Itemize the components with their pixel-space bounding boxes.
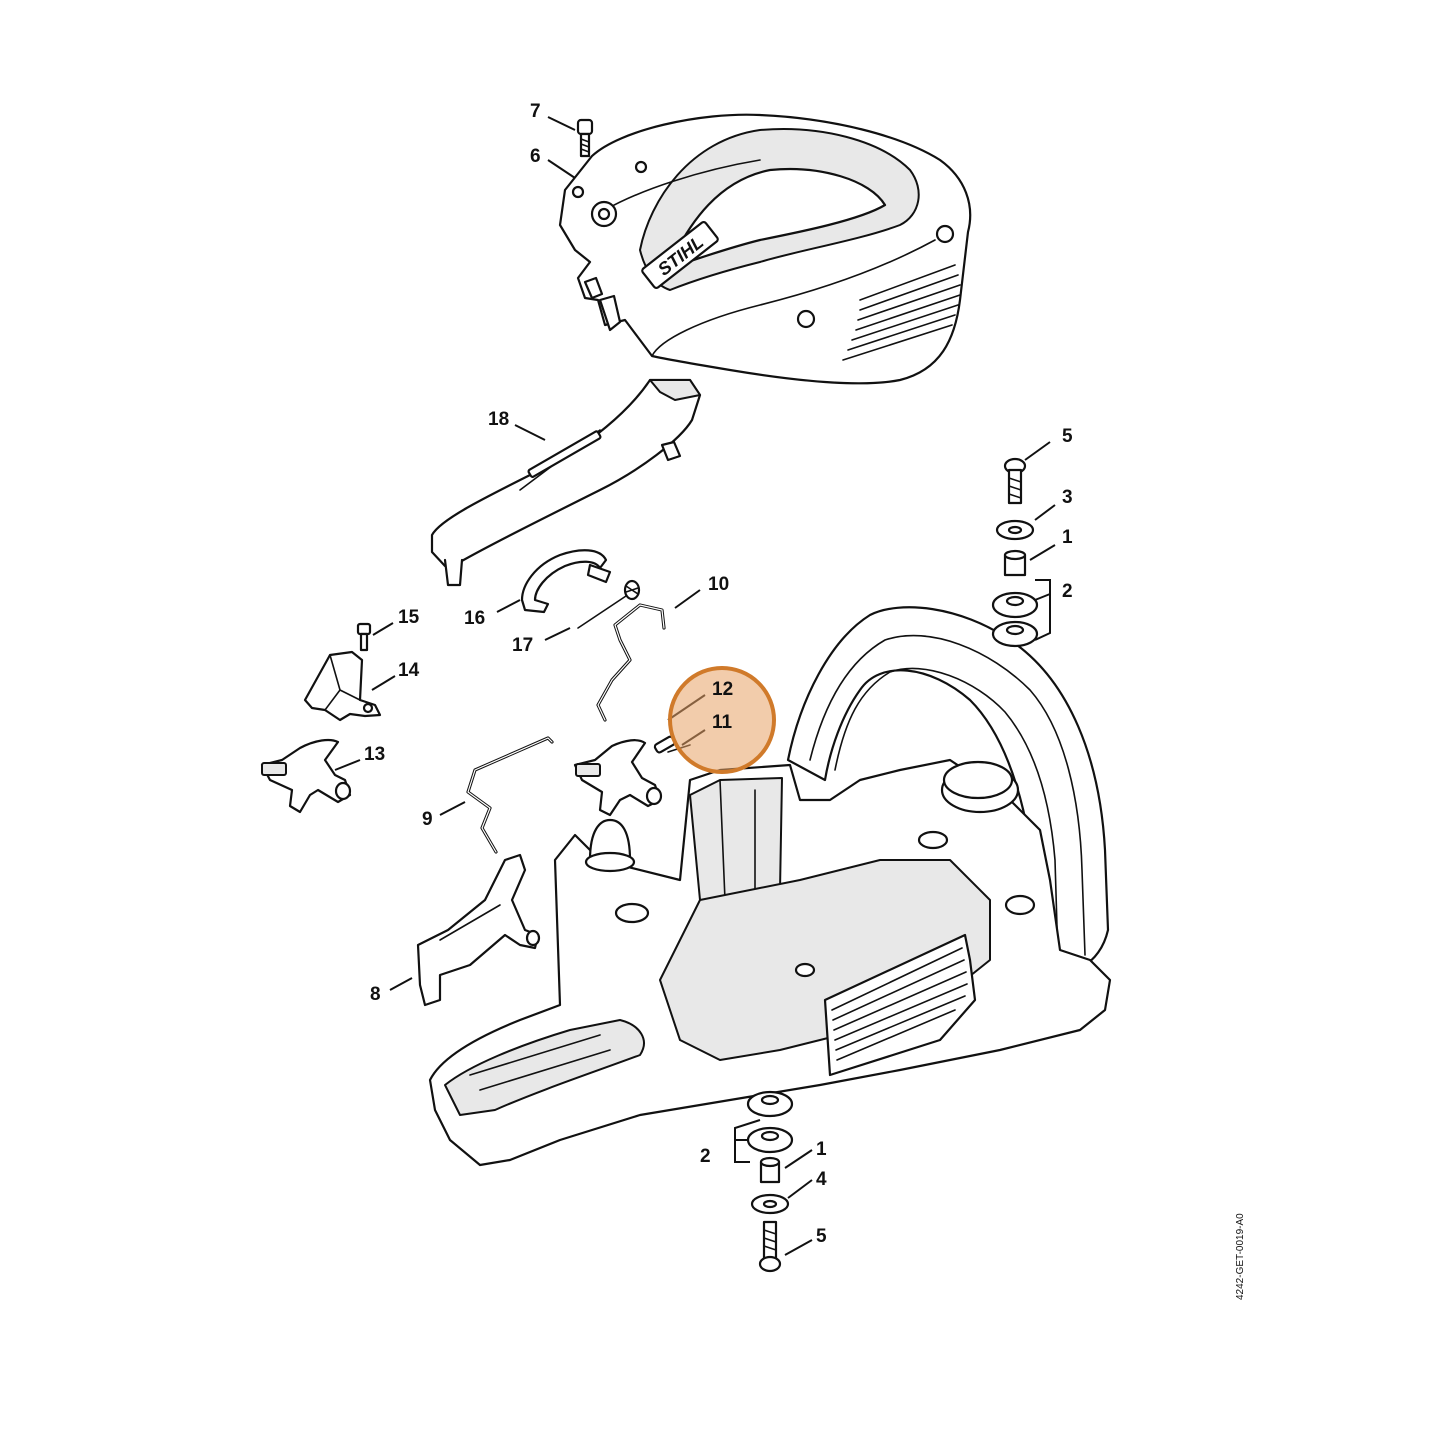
- part-6-shroud-cover[interactable]: STIHL: [558, 113, 972, 385]
- part-18-handle[interactable]: [430, 378, 702, 587]
- part-12-lever[interactable]: [573, 739, 663, 817]
- part-3-washer[interactable]: [995, 519, 1035, 541]
- highlight-marker[interactable]: 12 11: [668, 666, 776, 774]
- part-10-rod[interactable]: [596, 603, 666, 722]
- callout-7: 7: [530, 101, 541, 122]
- callout-5-bottom: 5: [816, 1226, 827, 1247]
- primer-bulb: [584, 818, 636, 873]
- leader-lines: [334, 116, 1056, 1256]
- part-5-screw-top[interactable]: [1003, 457, 1027, 505]
- callout-4: 4: [816, 1169, 827, 1190]
- part-4-washer[interactable]: [750, 1193, 790, 1215]
- part-2-buffer-top[interactable]: [991, 591, 1039, 648]
- callout-1-bottom: 1: [816, 1139, 827, 1160]
- highlight-circle[interactable]: [668, 666, 776, 774]
- callout-6: 6: [530, 146, 541, 167]
- callout-2-bottom: 2: [700, 1146, 711, 1167]
- callout-13: 13: [364, 744, 385, 765]
- part-16-bracket[interactable]: [520, 549, 612, 614]
- callout-11: 11: [712, 712, 733, 733]
- callout-10: 10: [708, 574, 729, 595]
- callout-14: 14: [398, 660, 420, 681]
- part-2-buffer-bottom[interactable]: [746, 1090, 794, 1154]
- callout-5-top: 5: [1062, 426, 1073, 447]
- callout-17: 17: [512, 635, 533, 656]
- callout-labels: 7 6 18 5 3 1 2 10 16 17 15 14 13 9 8 2 1…: [364, 101, 1073, 1247]
- callout-9: 9: [422, 809, 433, 830]
- part-15-screw[interactable]: [356, 622, 372, 652]
- part-8-lockout[interactable]: [416, 853, 541, 1007]
- fuel-cap: [940, 760, 1020, 814]
- part-14-latch[interactable]: [303, 650, 382, 722]
- part-5-screw-bottom[interactable]: [758, 1220, 782, 1273]
- cooling-grille: [823, 933, 977, 1077]
- part-17-spring[interactable]: [577, 579, 641, 629]
- part-1-sleeve-bottom[interactable]: [759, 1156, 781, 1184]
- part-1-sleeve-top[interactable]: [1003, 549, 1027, 577]
- part-9-rod[interactable]: [466, 736, 554, 854]
- callout-1-top: 1: [1062, 527, 1073, 548]
- callout-16: 16: [464, 608, 485, 629]
- part-7-screw[interactable]: [576, 118, 594, 158]
- part-13-throttle-lever[interactable]: [260, 738, 352, 814]
- callout-2-top: 2: [1062, 581, 1073, 602]
- document-number: 4242-GET-0019-A0: [1235, 1213, 1246, 1300]
- callout-3: 3: [1062, 487, 1073, 508]
- callout-8: 8: [370, 984, 381, 1005]
- callout-18: 18: [488, 409, 509, 430]
- callout-15: 15: [398, 607, 420, 628]
- main-housing[interactable]: [428, 606, 1112, 1167]
- callout-12: 12: [712, 679, 733, 700]
